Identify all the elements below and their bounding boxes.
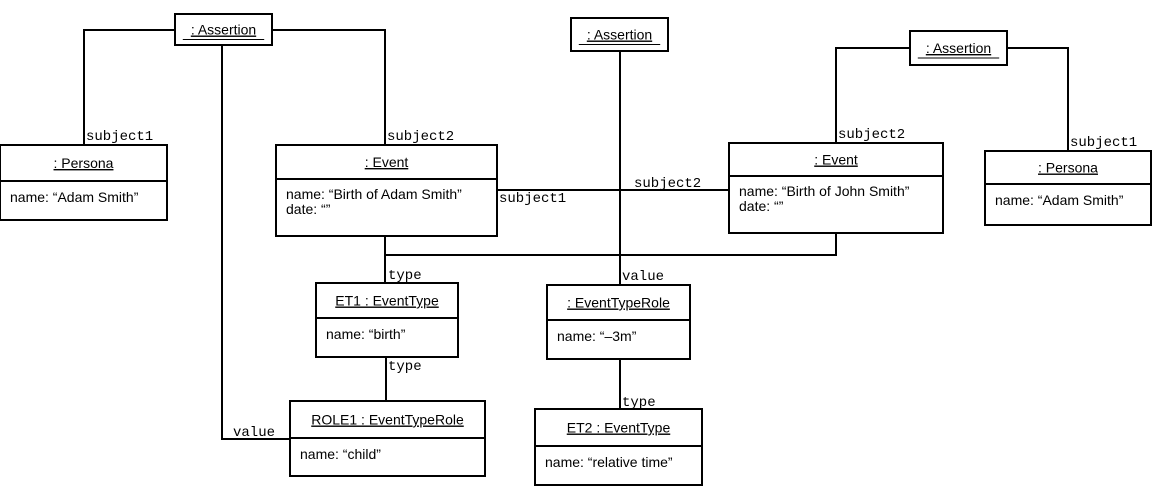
persona1-object: : Persona name: “Adam Smith” bbox=[0, 144, 168, 221]
etr-object: : EventTypeRole name: “–3m” bbox=[546, 284, 691, 360]
assertion1-title: : Assertion bbox=[191, 22, 256, 38]
et1-frame bbox=[315, 282, 459, 358]
event2-attribute: name: “Birth of John Smith” bbox=[739, 183, 910, 199]
role1-attribute: name: “child” bbox=[300, 446, 381, 462]
event1-title: : Event bbox=[365, 154, 409, 170]
etr-attribute: name: “–3m” bbox=[557, 328, 637, 344]
role-label: value bbox=[233, 425, 275, 441]
assertion1-object: : Assertion bbox=[174, 13, 273, 46]
persona1-title: : Persona bbox=[54, 155, 114, 171]
assertion1-subject1-link bbox=[83, 29, 175, 145]
et1-object: ET1 : EventType name: “birth” bbox=[315, 282, 459, 358]
event-shared-type-link bbox=[385, 233, 837, 256]
role-label: subject1 bbox=[86, 129, 153, 145]
event2-frame bbox=[728, 142, 944, 234]
et2-title: ET2 : EventType bbox=[567, 420, 671, 436]
role-label: subject2 bbox=[387, 129, 454, 145]
role-label: subject1 bbox=[499, 191, 566, 207]
role-label: subject2 bbox=[838, 127, 905, 143]
role-label: type bbox=[388, 268, 422, 284]
role1-object: ROLE1 : EventTypeRole name: “child” bbox=[289, 400, 486, 477]
event1-attribute: name: “Birth of Adam Smith” bbox=[286, 186, 462, 202]
object-boxes: : Assertion : Assertion : Assertion : Perso… bbox=[0, 13, 1152, 486]
event2-title: : Event bbox=[814, 152, 858, 168]
assertion1-value-link bbox=[221, 45, 290, 440]
assertion3-frame bbox=[909, 30, 1008, 66]
role-label: subject1 bbox=[1070, 135, 1137, 151]
event2-object: : Event name: “Birth of John Smith”date: … bbox=[728, 142, 944, 234]
event1-attribute: date: “” bbox=[286, 201, 331, 217]
role-label: value bbox=[622, 269, 664, 285]
assertion3-subject2-link bbox=[835, 47, 910, 143]
assertion3-subject1-link bbox=[1007, 47, 1069, 151]
persona2-object: : Persona name: “Adam Smith” bbox=[984, 150, 1152, 226]
event1-frame bbox=[275, 144, 498, 237]
persona2-frame bbox=[984, 150, 1152, 226]
assertion2-object: : Assertion bbox=[570, 17, 669, 52]
role1-title: ROLE1 : EventTypeRole bbox=[311, 412, 464, 428]
role-labels: subject1 subject2 value subject1 subject… bbox=[86, 127, 1137, 441]
assertion2-frame bbox=[570, 17, 669, 52]
assertion3-object: : Assertion bbox=[909, 30, 1008, 66]
role-label: type bbox=[388, 359, 422, 375]
assertion2-title: : Assertion bbox=[587, 27, 652, 43]
role-label: type bbox=[622, 395, 656, 411]
persona1-frame bbox=[0, 144, 168, 221]
etr-title: : EventTypeRole bbox=[567, 295, 670, 311]
connectors bbox=[83, 29, 1069, 440]
et1-title: ET1 : EventType bbox=[335, 293, 439, 309]
assertion1-subject2-link bbox=[272, 29, 386, 145]
role-label: subject2 bbox=[634, 176, 701, 192]
persona1-attribute: name: “Adam Smith” bbox=[10, 189, 139, 205]
assertion3-title: : Assertion bbox=[926, 40, 991, 56]
et2-attribute: name: “relative time” bbox=[545, 454, 673, 470]
persona2-attribute: name: “Adam Smith” bbox=[995, 192, 1124, 208]
et1-attribute: name: “birth” bbox=[326, 326, 406, 342]
event1-object: : Event name: “Birth of Adam Smith”date: … bbox=[275, 144, 498, 237]
et2-object: ET2 : EventType name: “relative time” bbox=[534, 408, 703, 486]
persona2-title: : Persona bbox=[1038, 160, 1098, 176]
etr-frame bbox=[546, 284, 691, 360]
event2-attribute: date: “” bbox=[739, 198, 784, 214]
